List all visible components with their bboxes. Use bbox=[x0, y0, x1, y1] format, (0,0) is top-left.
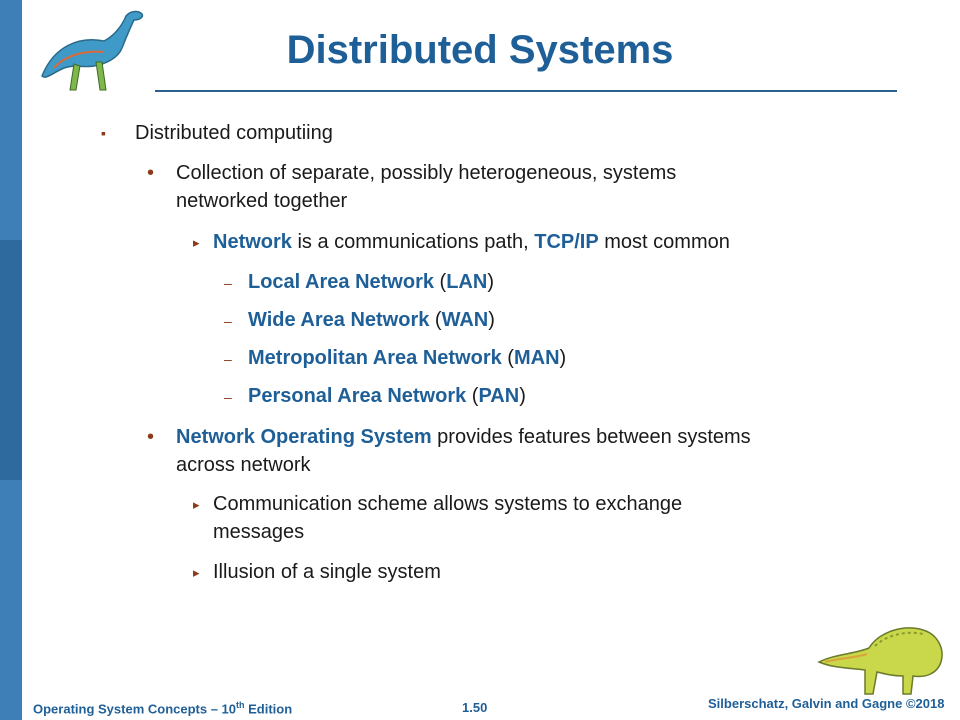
paren-open: ( bbox=[501, 347, 514, 369]
keyword-man-full: Metropolitan Area Network bbox=[248, 347, 502, 369]
dash-bullet-icon: – bbox=[224, 389, 232, 405]
sidebar-segment-top bbox=[0, 0, 22, 240]
bullet-distributed-computing: Distributed computiing bbox=[135, 122, 333, 144]
bullet-collection-line2: networked together bbox=[176, 190, 348, 212]
bullet-illusion: Illusion of a single system bbox=[213, 561, 441, 583]
dinosaur-logo-bottom-icon bbox=[817, 627, 943, 695]
left-sidebar-bar bbox=[0, 0, 22, 720]
keyword-lan: LAN bbox=[446, 271, 488, 293]
keyword-wan: WAN bbox=[441, 309, 489, 331]
bullet-communication-line2: messages bbox=[213, 521, 305, 543]
footer-edition-text: Edition bbox=[244, 701, 293, 717]
dot-bullet-icon: • bbox=[147, 426, 155, 448]
paren-open: ( bbox=[466, 385, 479, 407]
footer-book-title: Operating System Concepts – 10th Edition bbox=[33, 700, 292, 716]
keyword-wan-full: Wide Area Network bbox=[248, 309, 430, 331]
title-divider bbox=[155, 90, 897, 92]
footer-superscript: th bbox=[236, 700, 245, 710]
paren-open: ( bbox=[434, 271, 447, 293]
paren-close: ) bbox=[487, 271, 494, 293]
bullet-collection-line1: Collection of separate, possibly heterog… bbox=[176, 162, 677, 184]
bullet-pan: Personal Area Network (PAN) bbox=[248, 382, 526, 410]
arrow-bullet-icon: ▸ bbox=[193, 565, 200, 580]
arrow-bullet-icon: ▸ bbox=[193, 235, 200, 250]
bullet-nos-line1: Network Operating System provides featur… bbox=[176, 423, 751, 451]
keyword-network: Network bbox=[213, 231, 292, 253]
footer-page-number: 1.50 bbox=[462, 700, 488, 715]
paren-open: ( bbox=[429, 309, 442, 331]
footer-book-title-text: Operating System Concepts – 10 bbox=[33, 701, 237, 717]
keyword-pan: PAN bbox=[478, 385, 520, 407]
paren-close: ) bbox=[559, 347, 567, 369]
keyword-man: MAN bbox=[513, 347, 560, 369]
nos-text: provides features between systems bbox=[431, 426, 751, 448]
keyword-pan-full: Personal Area Network bbox=[248, 385, 467, 407]
bullet-network-definition: Network is a communications path, TCP/IP… bbox=[213, 228, 730, 256]
keyword-nos: Network Operating System bbox=[176, 426, 432, 448]
network-text-2: most common bbox=[598, 231, 730, 253]
paren-close: ) bbox=[488, 309, 495, 331]
dash-bullet-icon: – bbox=[224, 275, 232, 291]
bullet-nos-line2: across network bbox=[176, 454, 311, 476]
paren-close: ) bbox=[519, 385, 526, 407]
keyword-tcpip: TCP/IP bbox=[534, 231, 599, 253]
sidebar-segment-bottom bbox=[0, 480, 22, 720]
dot-bullet-icon: • bbox=[147, 162, 155, 184]
footer-authors: Silberschatz, Galvin and Gagne ©2018 bbox=[708, 696, 945, 711]
bullet-lan: Local Area Network (LAN) bbox=[248, 268, 494, 296]
arrow-bullet-icon: ▸ bbox=[193, 497, 200, 512]
square-bullet-icon: ▪ bbox=[101, 125, 106, 141]
bullet-man: Metropolitan Area Network (MAN) bbox=[248, 344, 566, 372]
keyword-lan-full: Local Area Network bbox=[248, 271, 434, 293]
bullet-communication-line1: Communication scheme allows systems to e… bbox=[213, 493, 683, 515]
bullet-wan: Wide Area Network (WAN) bbox=[248, 306, 495, 334]
slide-title: Distributed Systems bbox=[286, 28, 674, 72]
network-text-1: is a communications path, bbox=[291, 231, 535, 253]
dash-bullet-icon: – bbox=[224, 351, 232, 367]
dinosaur-logo-top-icon bbox=[41, 10, 144, 91]
dash-bullet-icon: – bbox=[224, 313, 232, 329]
